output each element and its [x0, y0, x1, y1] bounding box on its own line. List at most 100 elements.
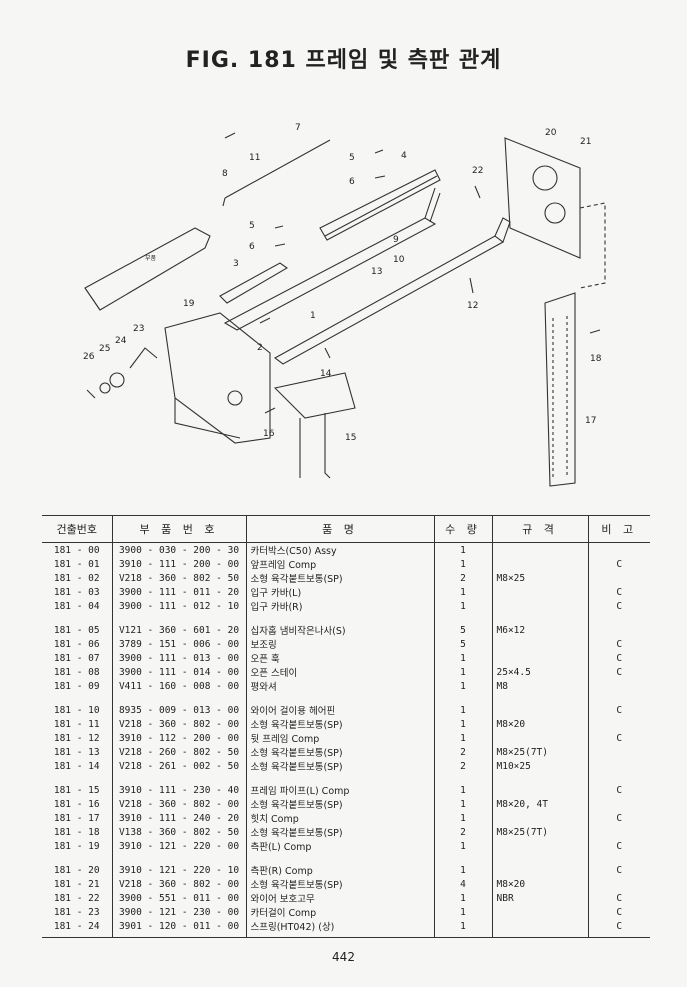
cell-item-no: 181 - 19	[53, 840, 100, 852]
cell-part-name: 소형 육각붙트보통(SP)	[245, 797, 434, 811]
spring-shape	[109, 372, 125, 388]
cell-item-no: 181 - 21	[53, 878, 100, 890]
cell-item-no: 181 - 15	[53, 784, 100, 796]
header-part-no: 부 품 번 호	[111, 515, 246, 543]
table-header-row: 건출번호 부 품 번 호 품 명 수 량 규 격 비 고	[42, 515, 650, 543]
cell-spec	[491, 731, 588, 745]
side-plate-l-shape	[164, 312, 271, 444]
cell-spec: M8	[491, 679, 588, 693]
cell-part-name: 힛치 Comp	[245, 811, 434, 825]
cell-remarks: C	[587, 863, 650, 877]
callout-1: 1	[310, 311, 316, 321]
rod-shape	[224, 139, 331, 199]
cell-item-no: 181 - 08	[53, 666, 100, 678]
cell-quantity: 2	[433, 759, 492, 773]
cell-quantity: 4	[433, 877, 492, 891]
cell-quantity: 2	[433, 825, 492, 839]
header-spec: 규 격	[491, 515, 588, 543]
cell-part-no: 8935 - 009 - 013 - 00	[111, 703, 246, 717]
cell-part-name: 프레임 파이프(L) Comp	[245, 783, 434, 797]
cell-remarks: C	[587, 665, 650, 679]
cell-part-name: 보조링	[245, 637, 434, 651]
callout-23: 23	[133, 324, 144, 334]
cell-part-name: 측판(L) Comp	[245, 839, 434, 853]
cell-part-no: V138 - 360 - 802 - 50	[111, 825, 246, 839]
cell-item-no: 181 - 04	[53, 600, 100, 612]
cell-part-name: 소형 육각붙트보통(SP)	[245, 571, 434, 585]
callout-22: 22	[472, 166, 483, 176]
cell-item-no: 181 - 13	[53, 746, 100, 758]
callout-5b: 5	[249, 221, 255, 231]
cell-quantity: 1	[433, 717, 492, 731]
cell-spec: M10×25	[491, 759, 588, 773]
cell-quantity: 1	[433, 905, 492, 919]
cell-spec: 25×4.5	[491, 665, 588, 679]
cell-part-no: 3910 - 121 - 220 - 10	[111, 863, 246, 877]
cell-remarks	[587, 745, 650, 759]
cell-item-no: 181 - 23	[53, 906, 100, 918]
header-part-name: 품 명	[245, 515, 434, 543]
cell-spec: M8×25	[491, 571, 588, 585]
cell-remarks: C	[587, 891, 650, 905]
cell-part-no: V218 - 261 - 002 - 50	[111, 759, 246, 773]
cell-part-name: 소형 육각붙트보통(SP)	[245, 717, 434, 731]
cell-remarks: C	[587, 557, 650, 571]
cell-quantity: 1	[433, 651, 492, 665]
cell-part-name: 측판(R) Comp	[245, 863, 434, 877]
cell-part-name: 오픈 훅	[245, 651, 434, 665]
cell-item-no: 181 - 10	[53, 704, 100, 716]
cell-item-no: 181 - 06	[53, 638, 100, 650]
callout-12: 12	[467, 301, 478, 311]
cell-part-no: V218 - 260 - 802 - 50	[111, 745, 246, 759]
cell-quantity: 1	[433, 665, 492, 679]
callout-6b: 6	[249, 242, 255, 252]
cell-remarks	[587, 571, 650, 585]
cell-spec: NBR	[491, 891, 588, 905]
cell-spec	[491, 651, 588, 665]
cell-part-no: V218 - 360 - 802 - 00	[111, 717, 246, 731]
callout-8: 8	[222, 169, 228, 179]
callout-10: 10	[393, 255, 405, 265]
cell-part-no: 3789 - 151 - 006 - 00	[111, 637, 246, 651]
cell-spec	[491, 557, 588, 571]
cell-remarks: C	[587, 783, 650, 797]
cell-spec: M8×25(7T)	[491, 745, 588, 759]
cell-part-no: 3910 - 121 - 220 - 00	[111, 839, 246, 853]
cell-quantity: 1	[433, 599, 492, 613]
rear-frame-shape	[273, 235, 505, 365]
cell-part-no: 3900 - 551 - 011 - 00	[111, 891, 246, 905]
cell-spec	[491, 585, 588, 599]
cell-remarks: C	[587, 905, 650, 919]
cell-spec	[491, 905, 588, 919]
cell-item-no: 181 - 03	[53, 586, 100, 598]
cell-part-no: 3910 - 111 - 200 - 00	[111, 557, 246, 571]
group-spacer	[42, 693, 650, 703]
cell-item-no: 181 - 17	[53, 812, 100, 824]
cell-item-no: 181 - 05	[53, 624, 100, 636]
callout-20: 20	[545, 128, 557, 138]
cell-spec	[491, 637, 588, 651]
cell-item-no: 181 - 16	[53, 798, 100, 810]
cell-remarks	[587, 825, 650, 839]
cell-part-name: 와이어 보호고무	[245, 891, 434, 905]
cell-part-no: 3901 - 120 - 011 - 00	[111, 919, 246, 938]
callout-15: 15	[345, 433, 356, 443]
front-frame-shape	[223, 217, 437, 331]
cell-item-no: 181 - 00	[53, 544, 100, 556]
cell-part-name: 소형 육각붙트보통(SP)	[245, 745, 434, 759]
cell-item-no: 181 - 14	[53, 760, 100, 772]
cell-part-name: 와이어 걸이용 헤어핀	[245, 703, 434, 717]
callout-19: 19	[183, 299, 195, 309]
